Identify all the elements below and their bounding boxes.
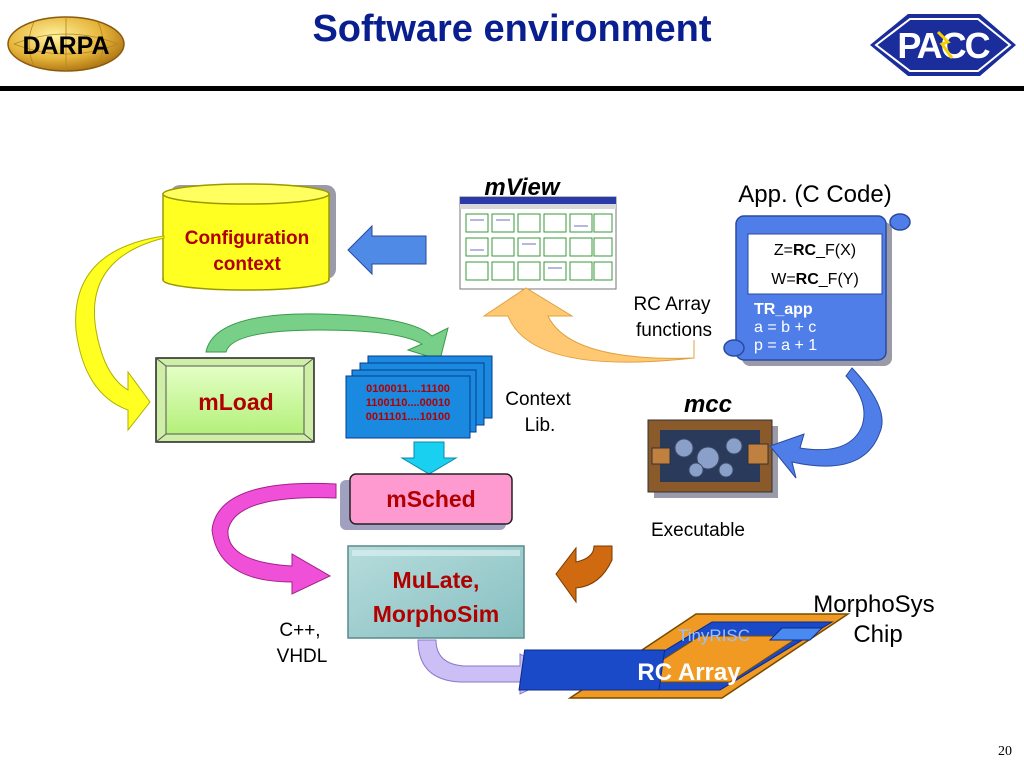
app-tr-label: TR_app xyxy=(754,301,813,318)
app-line-1: a = b + c xyxy=(754,319,816,336)
context-bits-stack: 0100011....11100 1100110....00010 001110… xyxy=(345,355,493,439)
msched-label: mSched xyxy=(386,486,475,512)
rc-functions-label-2: functions xyxy=(636,320,712,341)
darpa-logo: DARPA xyxy=(7,16,125,72)
app-line-2: p = a + 1 xyxy=(754,337,817,354)
bits-line-2: 1100110....00010 xyxy=(366,397,450,409)
arrow-top-green xyxy=(205,313,449,361)
cpp-label-1: C++, xyxy=(279,620,320,641)
pacc-logo: PACC xyxy=(870,14,1016,76)
app-scroll: Z=RC_F(X) W=RC_F(Y) TR_app a = b + c p =… xyxy=(723,213,911,366)
context-lib-label-2: Lib. xyxy=(525,415,556,436)
mload-node: mLoad xyxy=(155,357,315,443)
app-title: App. (C Code) xyxy=(738,181,891,208)
arrow-msched-to-mulate xyxy=(211,482,337,595)
context-lib-label-1: Context xyxy=(505,389,571,410)
arrow-app-to-mview xyxy=(482,287,695,363)
tinyrisc-label: TinyRISC xyxy=(678,626,750,645)
mulate-label-1: MuLate, xyxy=(393,567,480,593)
arrow-config-to-mload xyxy=(75,235,165,432)
mcc-image xyxy=(647,419,778,498)
header-divider xyxy=(0,86,1024,91)
chip-label-2: Chip xyxy=(853,621,902,648)
bits-line-3: 0011101....10100 xyxy=(366,411,450,423)
executable-label: Executable xyxy=(651,520,745,541)
mview-label: mView xyxy=(484,174,560,201)
msched-node: mSched xyxy=(340,473,513,530)
rc-functions-label-1: RC Array xyxy=(633,294,711,315)
mload-label: mLoad xyxy=(198,389,273,415)
mulate-label-2: MorphoSim xyxy=(373,601,500,627)
page-title: Software environment xyxy=(312,8,712,50)
configuration-context-node: Configuration context xyxy=(162,183,336,291)
configuration-label-line1: Configuration xyxy=(185,228,310,249)
app-code-line-1: Z=RC_F(X) xyxy=(774,242,856,259)
arrow-bits-to-msched xyxy=(400,441,458,475)
cpp-label-2: VHDL xyxy=(277,646,328,667)
rc-array-label: RC Array xyxy=(637,659,741,686)
mcc-label: mcc xyxy=(684,391,732,418)
darpa-logo-text: DARPA xyxy=(22,32,109,60)
app-code-line-2: W=RC_F(Y) xyxy=(771,271,859,288)
mview-window xyxy=(459,196,617,290)
morphosys-chip: TinyRISC RC Array xyxy=(518,613,851,699)
mulate-node: MuLate, MorphoSim xyxy=(347,545,525,639)
arrow-app-to-mcc xyxy=(769,367,883,479)
configuration-label-line2: context xyxy=(213,254,281,275)
arrow-exe-to-mulate xyxy=(555,545,613,604)
pacc-logo-text: PACC xyxy=(897,25,990,66)
bits-line-1: 0100011....11100 xyxy=(366,383,450,395)
arrow-mview-to-config xyxy=(347,224,427,276)
page-number: 20 xyxy=(998,744,1012,759)
